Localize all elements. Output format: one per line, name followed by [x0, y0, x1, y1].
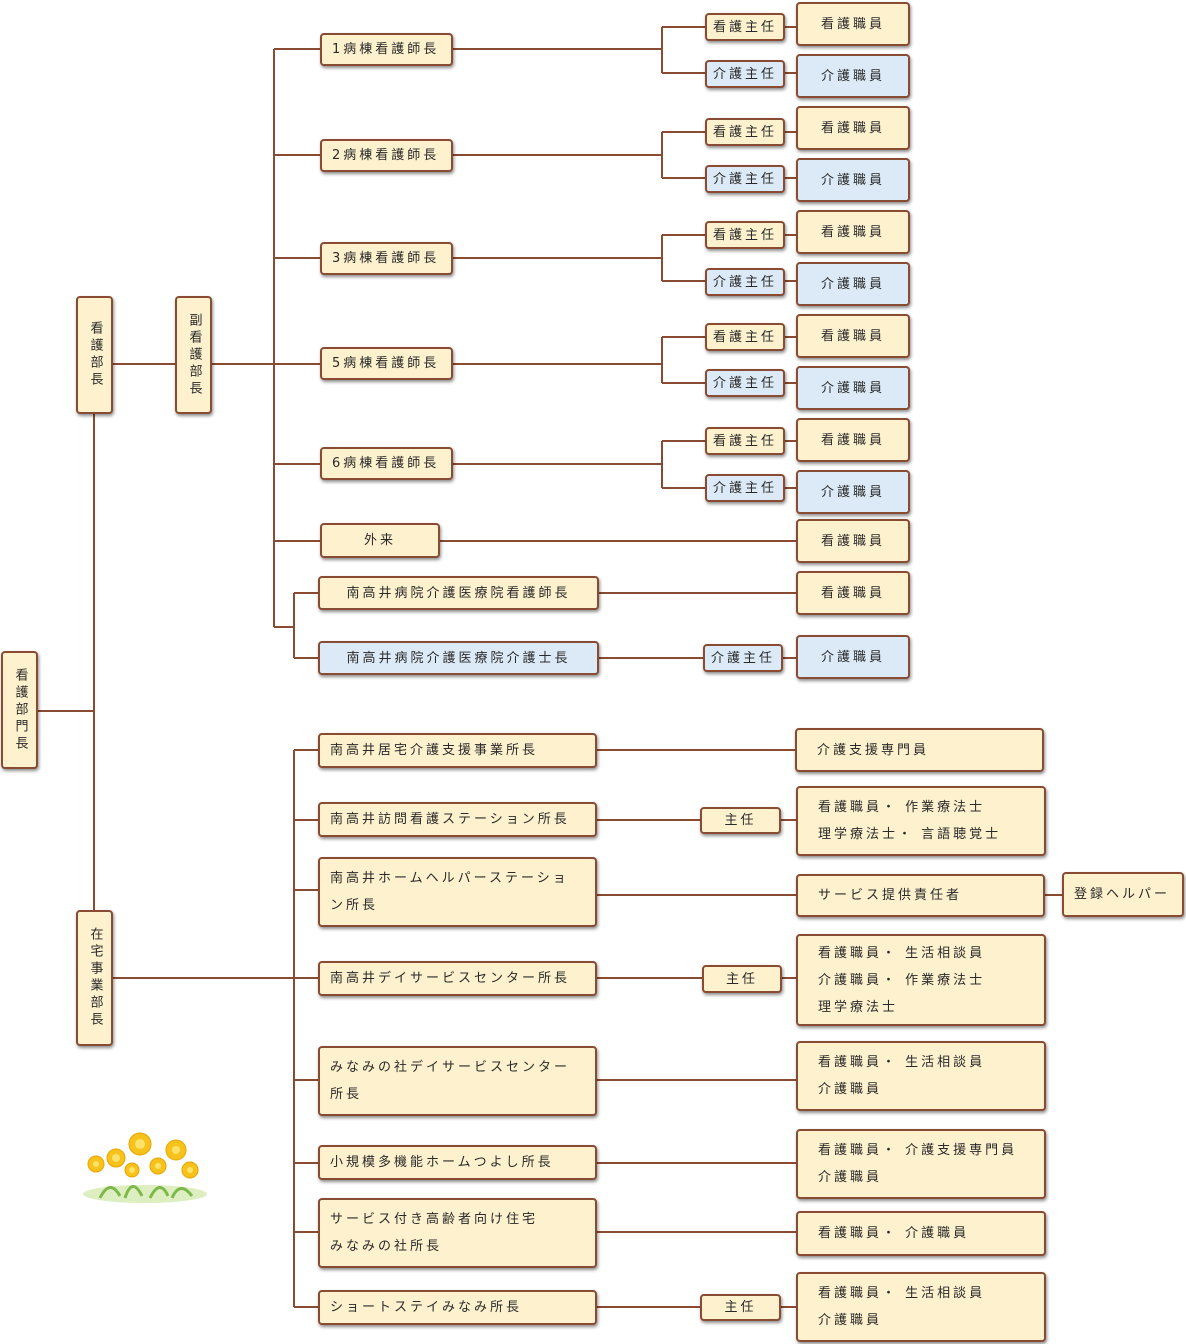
nurse-staff-box: 看護職員 [796, 314, 910, 358]
care-chief-box: 介護主任 [705, 474, 785, 502]
staff-line: 理学療法士・ 言語聴覚士 [818, 827, 1002, 842]
short-head: ショートステイみなみ所長 [318, 1290, 597, 1325]
staff-line: 看護職員・ 生活相談員 [818, 1286, 986, 1301]
care-staff-box: 介護職員 [796, 262, 910, 306]
ward-head: 6病棟看護師長 [320, 447, 453, 480]
staff-line: 介護職員 [818, 1313, 883, 1328]
tsuyoshi-head: 小規模多機能ホームつよし所長 [318, 1145, 597, 1180]
head-line: みなみの社所長 [330, 1239, 443, 1254]
care-chief-box: 介護主任 [705, 60, 785, 88]
nurse-chief-box: 看護主任 [705, 427, 785, 455]
houmon-chief: 主任 [700, 807, 781, 834]
kyotaku-staff: 介護支援専門員 [795, 728, 1044, 772]
houmon-staff: 看護職員・ 作業療法士 理学療法士・ 言語聴覚士 [796, 786, 1046, 856]
nursing-director-label: 看護部長 [87, 321, 103, 389]
home-director-label: 在宅事業部長 [87, 927, 103, 1029]
staff-line: 理学療法士 [818, 999, 899, 1015]
staff-line: 看護職員・ 作業療法士 [818, 800, 986, 815]
head-line: サービス付き高齢者向け住宅 [330, 1212, 539, 1227]
outpatient-staff: 看護職員 [796, 519, 910, 563]
kyotaku-head: 南高井居宅介護支援事業所長 [318, 733, 597, 768]
nurse-chief-box: 看護主任 [705, 118, 785, 146]
root-box: 看護部門長 [1, 651, 38, 769]
tsuyoshi-staff: 看護職員・ 介護支援専門員 介護職員 [796, 1129, 1046, 1199]
care-chief-box: 介護主任 [705, 165, 785, 193]
nurse-staff-box: 看護職員 [796, 210, 910, 254]
staff-line: 看護職員・ 介護支援専門員 [818, 1143, 1018, 1158]
head-line: 南高井ホームヘルパーステーショ [330, 871, 569, 886]
care-hospital-care-chief: 介護主任 [703, 644, 783, 672]
sakoju-head: サービス付き高齢者向け住宅 みなみの社所長 [318, 1198, 597, 1268]
head-line: みなみの社デイサービスセンター [330, 1060, 571, 1075]
day-head: 南高井デイサービスセンター所長 [318, 961, 597, 996]
care-staff-box: 介護職員 [796, 470, 910, 514]
care-staff-box: 介護職員 [796, 366, 910, 410]
nurse-chief-box: 看護主任 [705, 13, 785, 41]
houmon-head: 南高井訪問看護ステーション所長 [318, 802, 597, 837]
staff-line: 介護職員・ 作業療法士 [818, 972, 986, 988]
head-line: 所長 [330, 1087, 363, 1102]
helper-head: 南高井ホームヘルパーステーショ ン所長 [318, 857, 597, 927]
home-director-box: 在宅事業部長 [76, 910, 113, 1046]
sakoju-staff: 看護職員・ 介護職員 [796, 1211, 1046, 1256]
staff-line: 看護職員・ 生活相談員 [818, 1055, 986, 1070]
care-staff-box: 介護職員 [796, 158, 910, 202]
care-hospital-nurse-head: 南高井病院介護医療院看護師長 [318, 576, 599, 610]
ward-head: 1病棟看護師長 [320, 33, 453, 66]
ward-head: 2病棟看護師長 [320, 139, 453, 172]
helper-staff: サービス提供責任者 [796, 874, 1045, 917]
care-hospital-care-head: 南高井病院介護医療院介護士長 [318, 641, 599, 675]
minami-day-staff: 看護職員・ 生活相談員 介護職員 [796, 1041, 1046, 1111]
short-chief: 主任 [700, 1294, 781, 1321]
nurse-staff-box: 看護職員 [796, 418, 910, 462]
deputy-director-box: 副看護部長 [175, 296, 212, 414]
day-staff: 看護職員・ 生活相談員 介護職員・ 作業療法士 理学療法士 [796, 934, 1046, 1026]
deputy-director-label: 副看護部長 [186, 312, 202, 398]
dandelion-flowers-icon [83, 1132, 207, 1203]
short-staff: 看護職員・ 生活相談員 介護職員 [796, 1272, 1046, 1342]
outpatient-head: 外来 [320, 523, 440, 558]
nursing-director-box: 看護部長 [76, 296, 113, 414]
ward-head: 3病棟看護師長 [320, 242, 453, 275]
care-hospital-nurse-staff: 看護職員 [796, 571, 910, 615]
root-label: 看護部門長 [12, 667, 28, 753]
ward-head: 5病棟看護師長 [320, 347, 453, 380]
staff-line: 介護職員 [818, 1170, 883, 1185]
minami-day-head: みなみの社デイサービスセンター 所長 [318, 1046, 597, 1116]
staff-line: 介護職員 [818, 1082, 883, 1097]
day-chief: 主任 [702, 965, 782, 993]
nurse-chief-box: 看護主任 [705, 221, 785, 249]
care-chief-box: 介護主任 [705, 369, 785, 397]
nurse-staff-box: 看護職員 [796, 2, 910, 46]
care-staff-box: 介護職員 [796, 54, 910, 98]
head-line: ン所長 [330, 898, 379, 913]
care-hospital-care-staff: 介護職員 [796, 635, 910, 679]
registered-helper: 登録ヘルパー [1062, 872, 1184, 917]
care-chief-box: 介護主任 [705, 268, 785, 296]
staff-line: 看護職員・ 生活相談員 [818, 945, 986, 961]
nurse-staff-box: 看護職員 [796, 106, 910, 150]
nurse-chief-box: 看護主任 [705, 323, 785, 351]
